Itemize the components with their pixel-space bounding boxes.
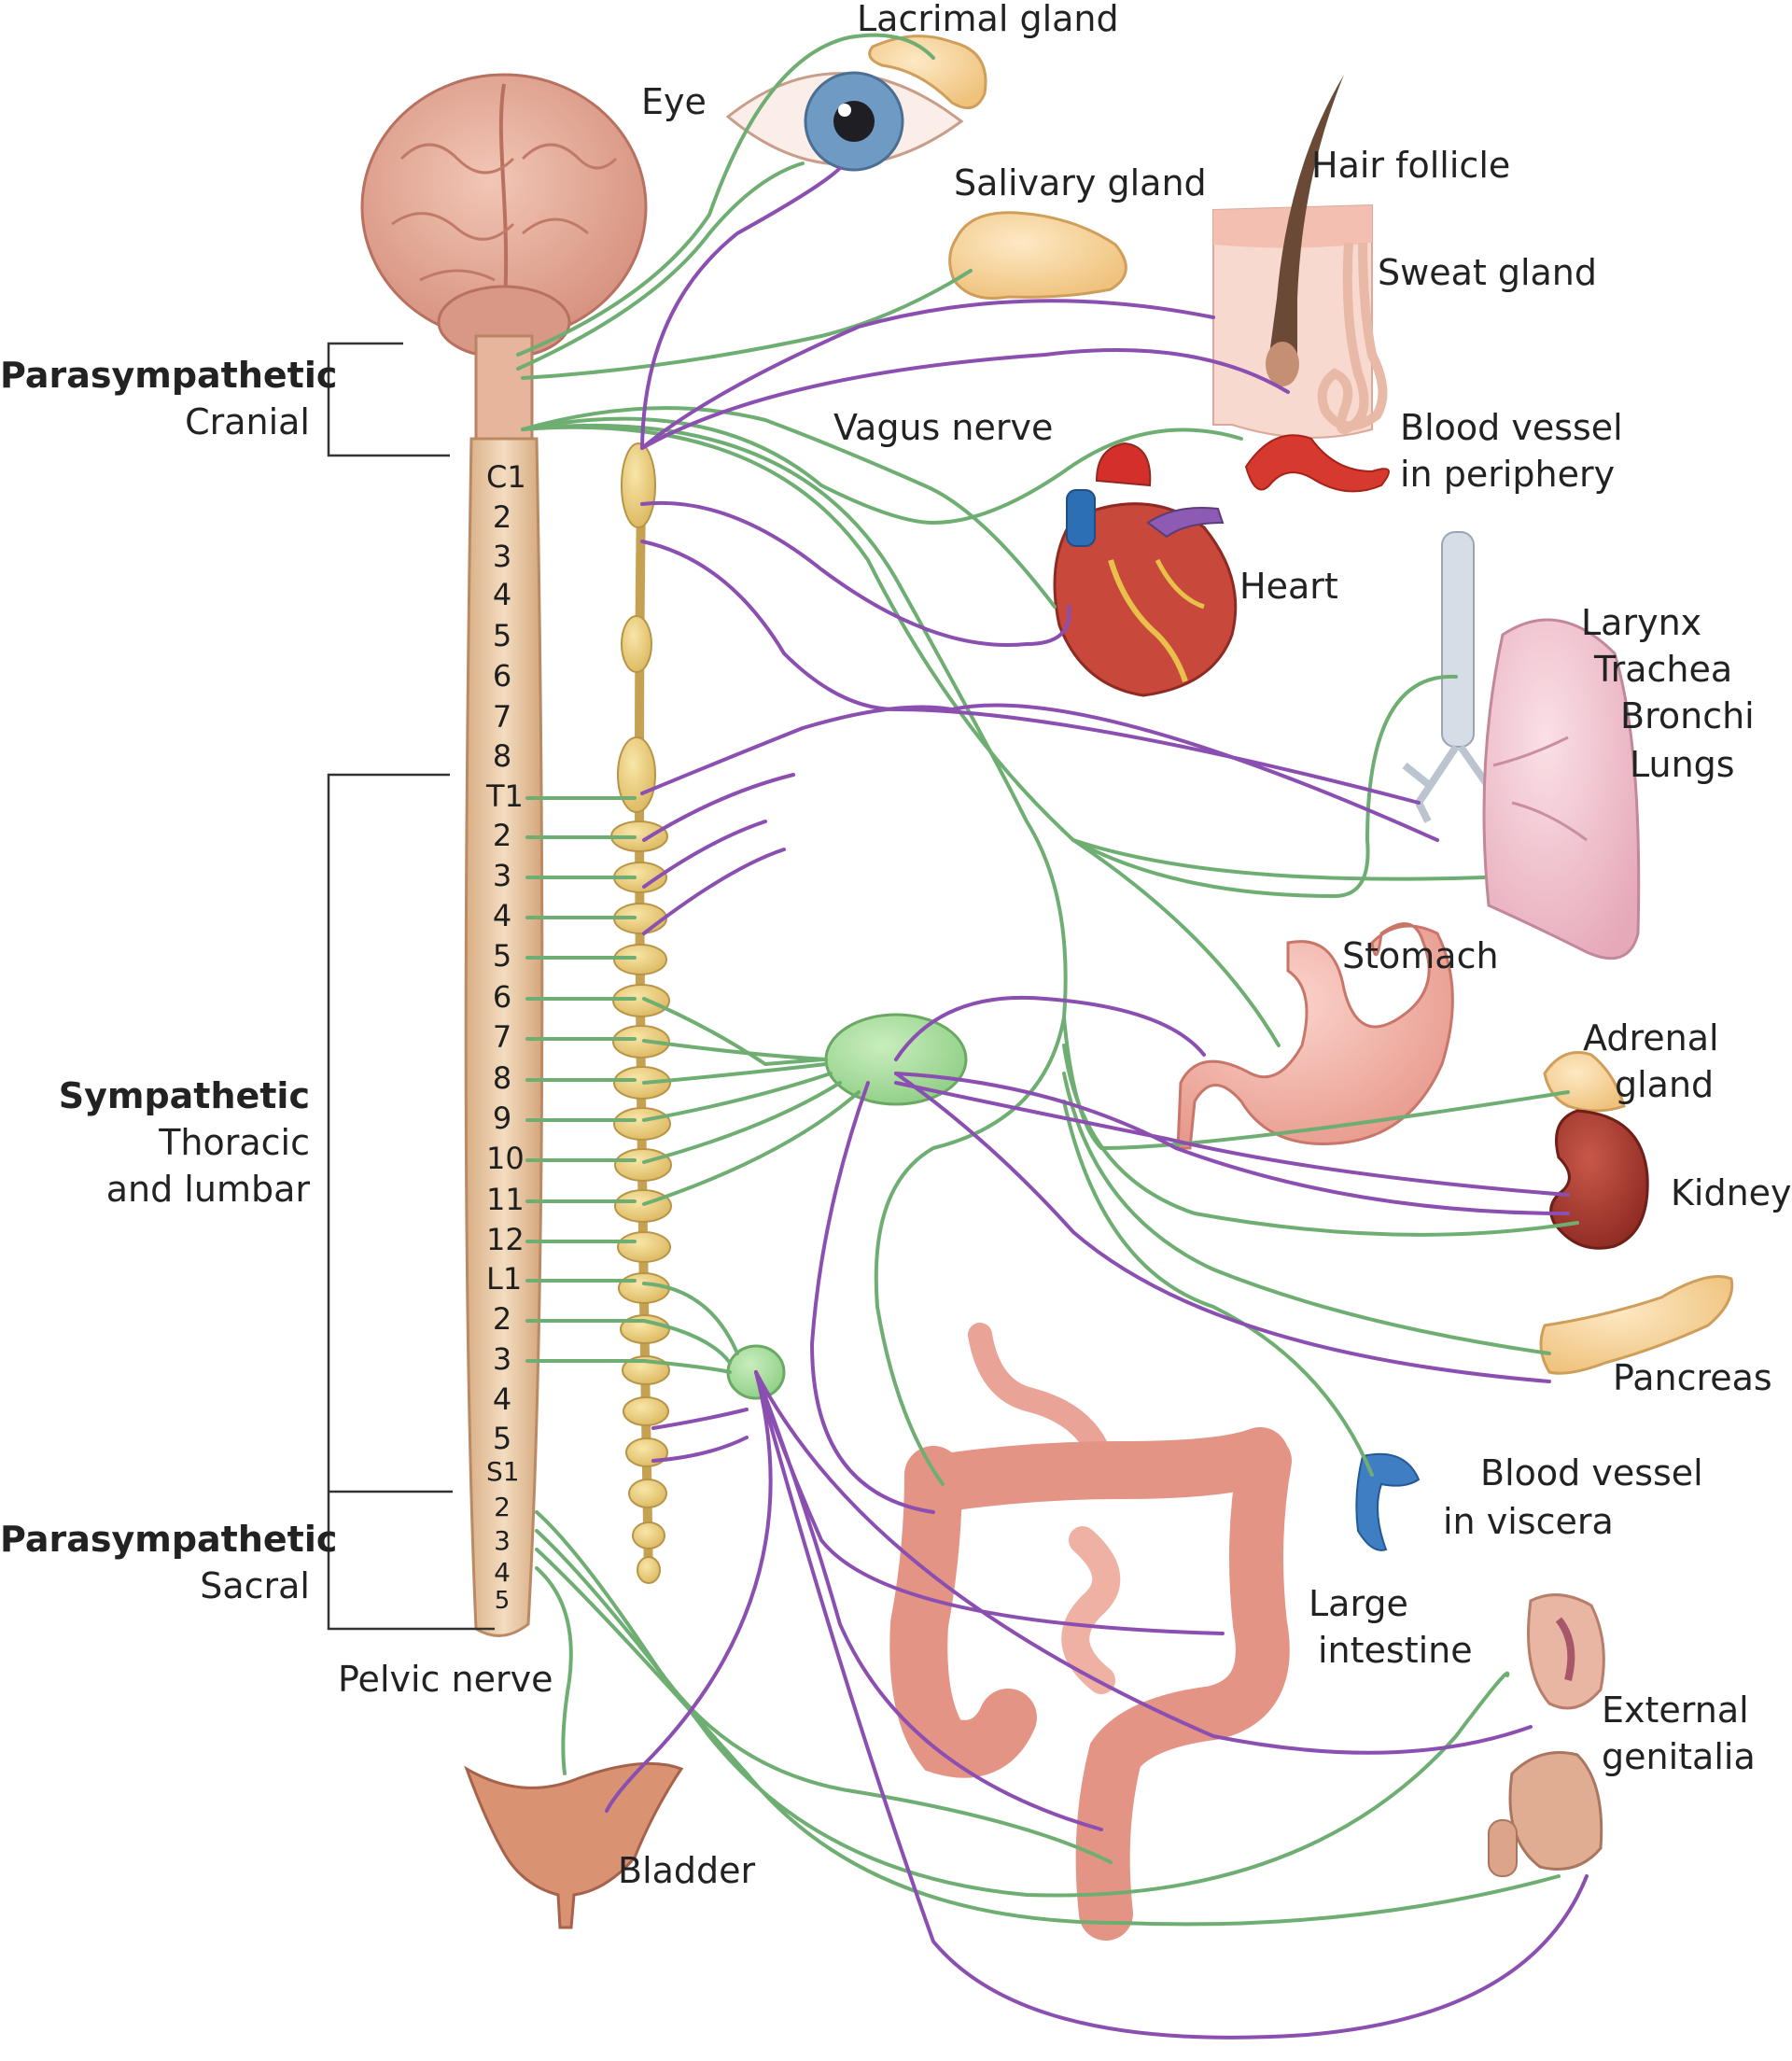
segment-c6: 6: [492, 658, 512, 694]
segment-c7: 7: [492, 699, 512, 735]
large-intestine-label-line2: intestine: [1318, 1630, 1473, 1671]
segment-t4: 4: [492, 898, 512, 933]
segment-t7: 7: [492, 1019, 512, 1055]
blood-vessel-periphery-label-line1: Blood vessel: [1400, 407, 1623, 448]
segment-s4: 4: [494, 1557, 511, 1588]
adrenal-gland-illustration: [1543, 1051, 1626, 1113]
segment-t3: 3: [492, 858, 512, 893]
bladder-illustration: [464, 1761, 684, 1929]
segment-c8: 8: [492, 738, 512, 774]
eye-label: Eye: [641, 81, 707, 122]
segment-t5: 5: [492, 938, 512, 974]
thoracolumbar-outflow: [525, 796, 861, 1374]
sacral-division-title: Parasympathetic: [0, 1519, 338, 1560]
segment-t8: 8: [492, 1060, 512, 1096]
segment-l2: 2: [492, 1301, 512, 1337]
external-genitalia-label-line2: genitalia: [1602, 1736, 1756, 1777]
segment-t12: 12: [486, 1222, 525, 1257]
sympathetic-fibers: [605, 166, 1589, 2040]
large-intestine-label-line1: Large: [1309, 1583, 1408, 1624]
heart-label: Heart: [1239, 566, 1338, 607]
sweat-gland-illustration: [1317, 242, 1388, 434]
segment-t11: 11: [486, 1182, 525, 1217]
kidney-label: Kidney: [1671, 1172, 1792, 1213]
salivary-gland-label: Salivary gland: [954, 162, 1207, 203]
sweat-gland-label: Sweat gland: [1378, 252, 1598, 293]
segment-c3: 3: [492, 539, 512, 574]
kidney-illustration: [1549, 1109, 1649, 1250]
trachea-label: Trachea: [1594, 649, 1733, 690]
segment-l3: 3: [492, 1341, 512, 1377]
segment-t9: 9: [492, 1101, 512, 1136]
peripheral-blood-vessel: [1244, 434, 1390, 493]
vagus-nerve-label: Vagus nerve: [833, 407, 1054, 448]
segment-s5: 5: [494, 1587, 511, 1615]
sympathetic-division-line3: and lumbar: [105, 1169, 310, 1210]
sacral-division-subtitle: Sacral: [200, 1565, 310, 1606]
adrenal-gland-label-line1: Adrenal: [1583, 1017, 1719, 1059]
blood-vessel-periphery-label-line2: in periphery: [1400, 454, 1616, 495]
division-brackets: [327, 342, 495, 1631]
segment-s2: 2: [494, 1492, 511, 1522]
segment-t2: 2: [492, 818, 512, 853]
large-intestine-illustration: [889, 1323, 1292, 1941]
salivary-gland-illustration: [948, 211, 1127, 301]
external-genitalia-label-line1: External: [1602, 1689, 1749, 1731]
adrenal-gland-label-line2: gland: [1615, 1064, 1715, 1105]
lacrimal-gland-label: Lacrimal gland: [857, 0, 1119, 39]
segment-t10: 10: [486, 1141, 525, 1176]
segment-t6: 6: [492, 979, 512, 1015]
segment-c2: 2: [492, 499, 512, 535]
bronchi-label: Bronchi: [1620, 695, 1755, 736]
parasympathetic-fibers: [516, 33, 1579, 1927]
pelvic-nerve-label: Pelvic nerve: [338, 1659, 553, 1700]
larynx-label: Larynx: [1581, 602, 1702, 643]
hair-follicle-label: Hair follicle: [1311, 145, 1511, 186]
pancreas-label: Pancreas: [1613, 1357, 1772, 1398]
segment-t1: T1: [486, 778, 524, 814]
stomach-label: Stomach: [1342, 935, 1499, 976]
bladder-label: Bladder: [618, 1850, 756, 1891]
segment-c1: C1: [486, 459, 526, 495]
segment-s3: 3: [494, 1525, 511, 1556]
segment-l5: 5: [492, 1421, 512, 1456]
eye-illustration: [725, 71, 964, 172]
pancreas-illustration: [1539, 1275, 1734, 1375]
brain-illustration: [360, 73, 648, 441]
blood-vessel-viscera-label-line1: Blood vessel: [1480, 1452, 1703, 1493]
segment-s1: S1: [486, 1456, 520, 1487]
sympathetic-division-line2: Thoracic: [159, 1122, 310, 1163]
blood-vessel-viscera-label-line2: in viscera: [1443, 1501, 1614, 1542]
trachea-lung-illustration: [1402, 531, 1641, 960]
segment-c4: 4: [492, 577, 512, 612]
cranial-division-title: Parasympathetic: [0, 355, 338, 396]
segment-l4: 4: [492, 1381, 512, 1417]
heart-illustration: [1053, 442, 1238, 697]
visceral-blood-vessel: [1355, 1452, 1421, 1551]
external-genitalia-illustration: [1488, 1593, 1605, 1877]
segment-l1: L1: [486, 1261, 523, 1297]
sympathetic-division-title: Sympathetic: [58, 1075, 310, 1116]
stomach-illustration: [1176, 922, 1454, 1150]
cranial-division-subtitle: Cranial: [185, 401, 310, 442]
segment-c5: 5: [492, 618, 512, 653]
lungs-label: Lungs: [1630, 744, 1735, 785]
sympathetic-ganglion-chain: [610, 442, 672, 1584]
lacrimal-gland-illustration: [868, 35, 987, 110]
